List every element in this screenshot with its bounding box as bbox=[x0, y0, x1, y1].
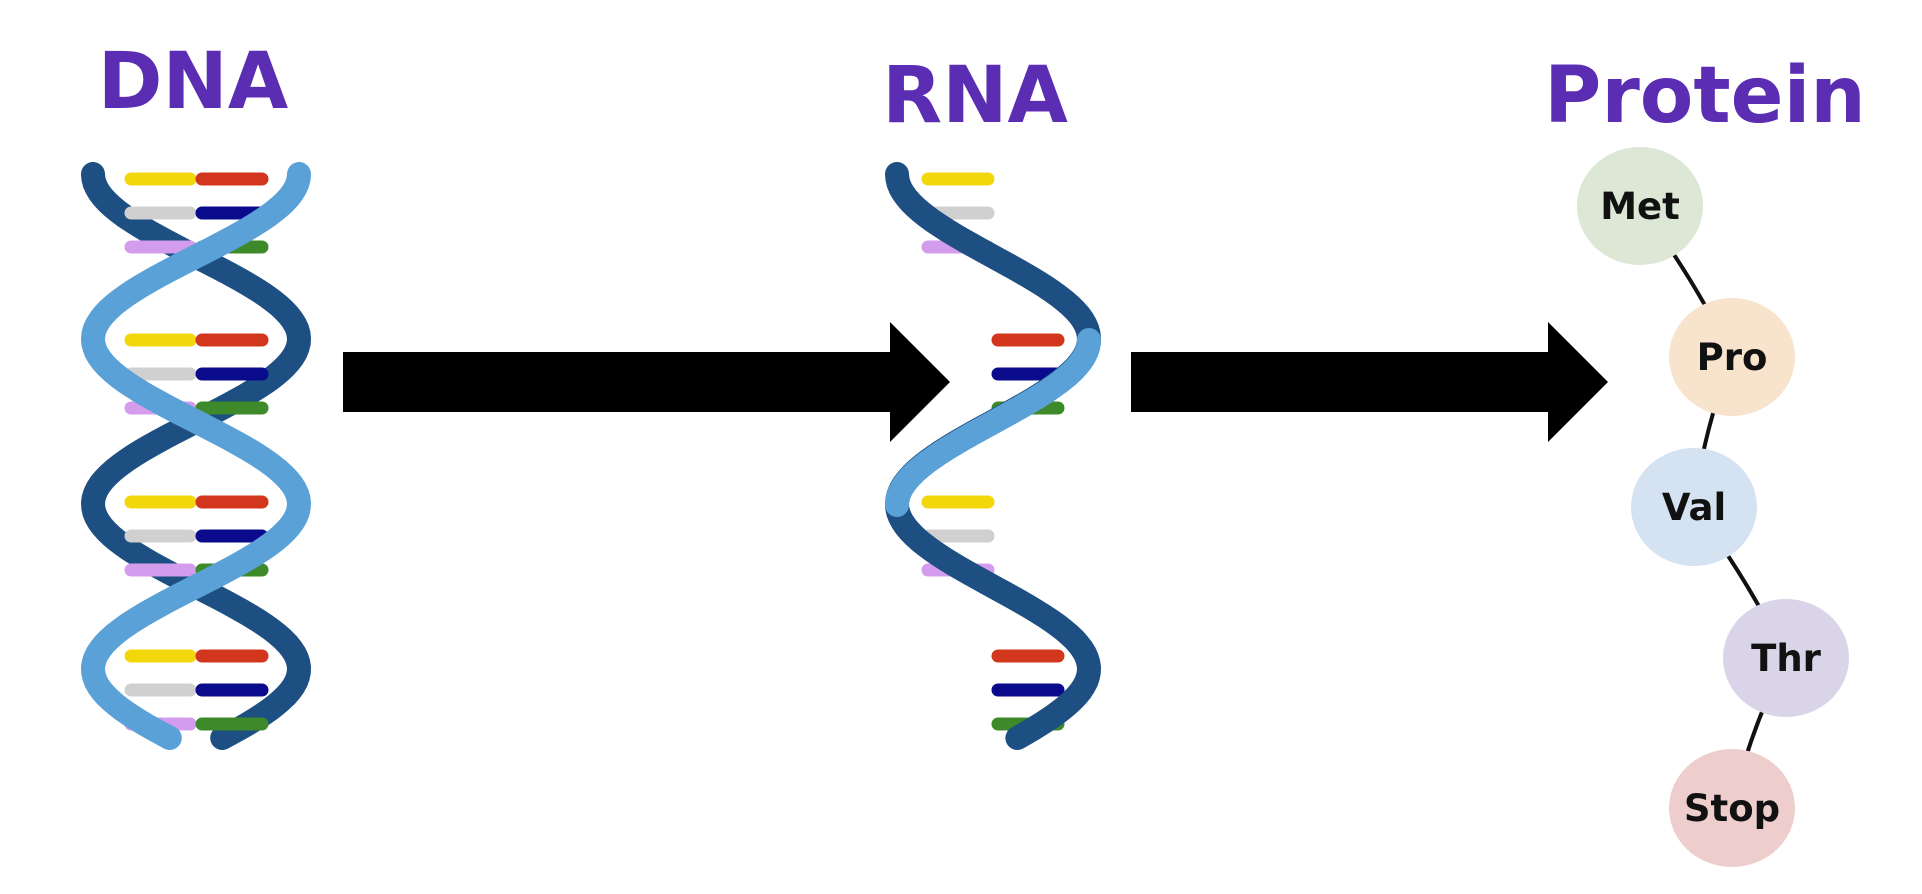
amino-acid-bead bbox=[1577, 147, 1703, 265]
amino-acid-bead bbox=[1669, 749, 1795, 867]
amino-acid-stop: Stop bbox=[1669, 749, 1795, 867]
dna-front-strand bbox=[80, 162, 312, 750]
amino-acid-val: Val bbox=[1631, 448, 1757, 566]
translation-arrow-icon bbox=[1131, 322, 1608, 442]
amino-acid-bead bbox=[1631, 448, 1757, 566]
rna-title: RNA bbox=[882, 51, 1068, 141]
amino-acid-label: Pro bbox=[1697, 336, 1768, 379]
amino-acid-label: Stop bbox=[1684, 787, 1780, 830]
amino-acid-label: Val bbox=[1662, 486, 1726, 529]
amino-acid-label: Thr bbox=[1751, 637, 1822, 680]
amino-acid-label: Met bbox=[1600, 185, 1680, 228]
amino-acid-bead bbox=[1723, 599, 1849, 717]
amino-acid-bead bbox=[1669, 298, 1795, 416]
amino-acid-thr: Thr bbox=[1723, 599, 1849, 717]
dna-double-helix-icon bbox=[80, 162, 312, 750]
amino-acid-met: Met bbox=[1577, 147, 1703, 265]
protein-title: Protein bbox=[1544, 51, 1866, 141]
dna-title: DNA bbox=[98, 37, 288, 127]
rna-backbone-front bbox=[885, 328, 1101, 517]
dna-back-strand bbox=[80, 162, 312, 750]
transcription-arrow-icon bbox=[343, 322, 950, 442]
rna-strand-icon bbox=[884, 162, 1102, 750]
amino-acid-pro: Pro bbox=[1669, 298, 1795, 416]
